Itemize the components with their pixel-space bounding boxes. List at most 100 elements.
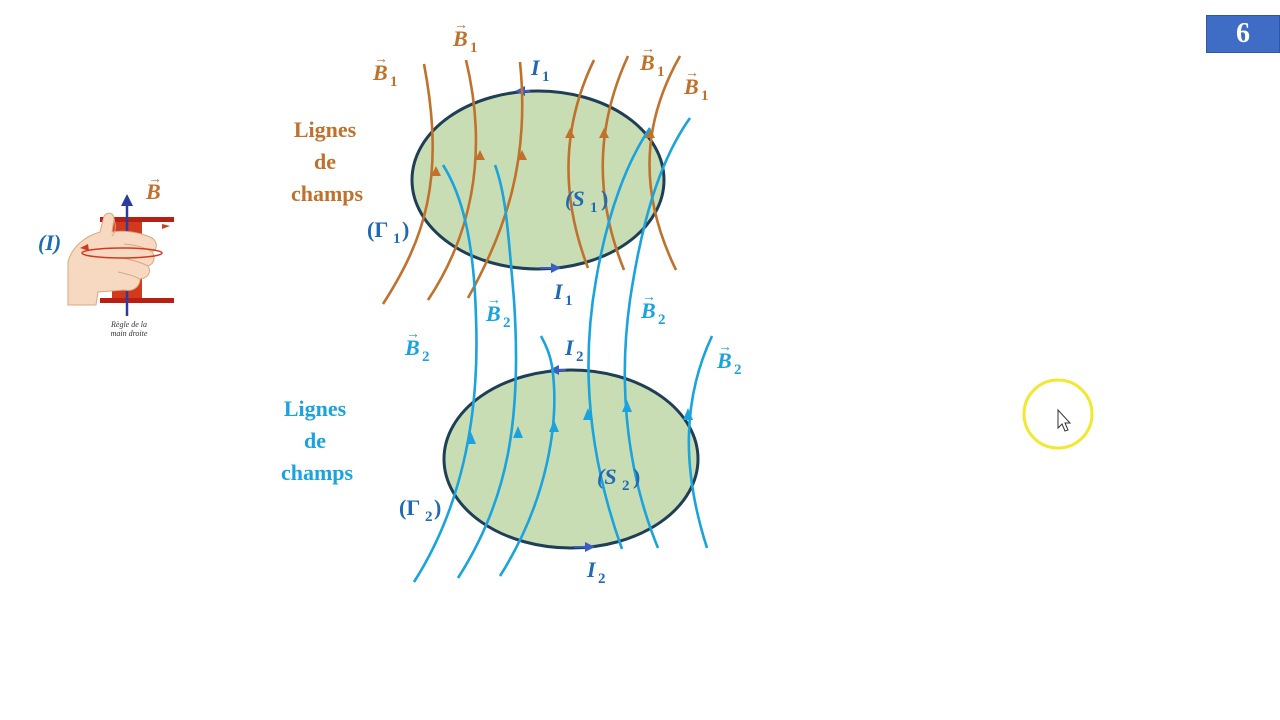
svg-text:2: 2 — [598, 571, 606, 587]
svg-text:1: 1 — [565, 293, 573, 309]
field-arrows-b1 — [431, 128, 655, 176]
b2-line — [412, 164, 478, 583]
b1-label-left: B 1 → — [372, 52, 398, 90]
svg-text:2: 2 — [622, 478, 630, 494]
svg-text:2: 2 — [503, 315, 511, 331]
svg-text:1: 1 — [542, 69, 550, 85]
svg-text:): ) — [402, 217, 409, 242]
svg-text:2: 2 — [425, 509, 433, 525]
i2-label-top: I 2 — [564, 335, 584, 365]
thumb-line — [111, 218, 116, 237]
b2-label-right: B 2 → — [640, 290, 666, 328]
bottom-title-line2: de — [304, 428, 326, 453]
svg-text:1: 1 — [390, 74, 398, 90]
b1-label-top: B 1 → — [452, 18, 478, 56]
s1-label: (S 1 ) — [565, 186, 608, 216]
bottom-title-line1: Lignes — [284, 396, 347, 421]
b1-line — [567, 59, 596, 269]
svg-text:I: I — [553, 279, 564, 304]
svg-text:1: 1 — [590, 200, 598, 216]
b1-label-right-2: B 1 → — [683, 66, 709, 104]
cursor-arrow-icon — [1057, 408, 1072, 432]
b1-line — [381, 63, 434, 305]
b2-line — [623, 117, 692, 549]
svg-text:I: I — [564, 335, 575, 360]
b2-line — [687, 335, 714, 549]
b1-line — [648, 55, 682, 271]
coil-top-flange — [100, 217, 174, 222]
inset-caption-line1: Règle de la — [110, 320, 147, 329]
svg-text:(Γ: (Γ — [367, 217, 388, 242]
top-title-line3: champs — [291, 181, 364, 206]
svg-text:): ) — [633, 464, 640, 489]
coil-bottom-flange — [100, 298, 174, 303]
svg-text:→: → — [642, 290, 656, 305]
svg-text:I: I — [530, 55, 541, 80]
svg-text:2: 2 — [658, 312, 666, 328]
right-hand-rule-inset: B → (I) Règle de la main droite — [38, 172, 174, 338]
b1-labels: B 1 → B 1 → B 1 → B 1 → — [372, 18, 709, 104]
svg-text:(S: (S — [565, 186, 585, 211]
b2-labels: B 2 → B 2 → B 2 → B 2 → — [404, 290, 742, 378]
svg-text:→: → — [685, 66, 699, 81]
current-loop-arrow-2 — [162, 224, 170, 229]
s2-label: (S 2 ) — [597, 464, 640, 494]
top-title-line2: de — [314, 149, 336, 174]
svg-text:1: 1 — [470, 40, 478, 56]
i1-label-top: I 1 — [530, 55, 550, 85]
b1-line — [601, 55, 630, 271]
inset-current-label: (I) — [38, 230, 61, 255]
field-lines-b1 — [381, 55, 682, 305]
inset-caption-line2: main droite — [111, 329, 148, 338]
svg-text:B: B — [404, 335, 420, 360]
svg-text:): ) — [434, 495, 441, 520]
svg-text:B: B — [452, 26, 468, 51]
current-loop — [81, 247, 163, 259]
b1-line — [426, 59, 478, 301]
bottom-title-line3: champs — [281, 460, 354, 485]
svg-text:→: → — [454, 18, 468, 33]
b1-line — [466, 61, 524, 299]
svg-text:2: 2 — [734, 362, 742, 378]
b2-label-mid: B 2 → — [485, 293, 511, 331]
i1-label-bottom: I 1 — [553, 279, 573, 309]
b2-label-left: B 2 → — [404, 327, 430, 365]
field-arrows-b2 — [466, 400, 693, 444]
svg-text:2: 2 — [576, 349, 584, 365]
field-lines-b2 — [412, 117, 714, 583]
svg-text:1: 1 — [657, 64, 665, 80]
svg-text:→: → — [487, 293, 501, 308]
surface-s1 — [410, 89, 666, 271]
svg-text:B: B — [639, 50, 655, 75]
i1-labels: I 1 I 1 — [530, 55, 573, 309]
cursor-highlight-ring — [1022, 378, 1094, 450]
top-title-line1: Lignes — [294, 117, 357, 142]
svg-text:→: → — [374, 52, 388, 67]
bottom-title: Lignes de champs — [281, 396, 354, 485]
slide-number-badge: 6 — [1206, 15, 1280, 53]
svg-text:B: B — [716, 348, 732, 373]
svg-text:→: → — [641, 42, 655, 57]
top-title: Lignes de champs — [291, 117, 364, 206]
svg-text:B: B — [640, 298, 656, 323]
svg-text:I: I — [586, 557, 597, 582]
current-loop-arrow — [80, 244, 89, 251]
mouse-cursor — [1022, 378, 1094, 450]
svg-text:(S: (S — [597, 464, 617, 489]
svg-text:1: 1 — [701, 88, 709, 104]
svg-text:B: B — [372, 60, 388, 85]
b2-line — [456, 164, 518, 579]
gamma1-label: (Γ 1 ) — [367, 217, 409, 247]
hand-icon — [67, 212, 157, 306]
b1-label-right-1: B 1 → — [639, 42, 665, 80]
gamma2-label: (Γ 2 ) — [399, 495, 441, 525]
b2-line — [587, 127, 652, 550]
svg-text:): ) — [601, 186, 608, 211]
svg-text:→: → — [718, 340, 732, 355]
svg-text:B: B — [683, 74, 699, 99]
b2-line — [498, 335, 556, 577]
i2-labels: I 2 I 2 — [564, 335, 606, 587]
svg-text:2: 2 — [422, 349, 430, 365]
svg-text:→: → — [406, 327, 420, 342]
svg-text:B: B — [485, 301, 501, 326]
